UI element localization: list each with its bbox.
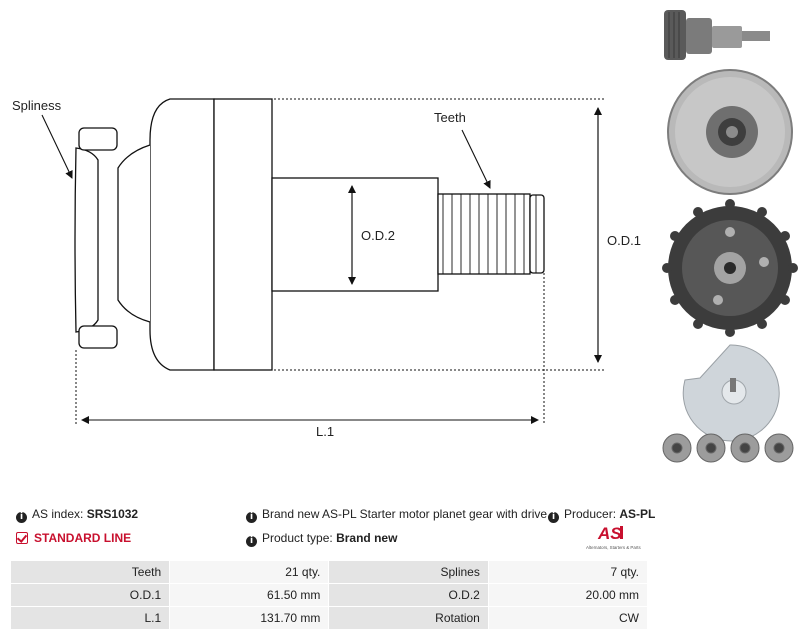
photo-shaft-drive: [664, 10, 770, 60]
label-spliness: Spliness: [12, 98, 62, 113]
as-pl-logo: AS Alternators, Starters & Parts: [586, 524, 641, 550]
info-icon: i: [16, 512, 27, 523]
photo-small-gears: [662, 433, 794, 463]
label-l1: L.1: [316, 424, 334, 439]
product-type-label: Product type:: [262, 531, 333, 545]
spec-value: 7 qty.: [487, 560, 649, 584]
product-photos: [662, 10, 798, 463]
flange: [74, 147, 99, 333]
housing-outline: [149, 98, 215, 371]
spec-value: 21 qty.: [169, 560, 330, 584]
info-icon: i: [548, 512, 559, 523]
spec-value: 20.00 mm: [487, 583, 649, 607]
producer-value: AS-PL: [619, 507, 656, 521]
technical-drawing: Spliness Teeth O.D.2 O.D.1 L.1: [12, 98, 641, 439]
photo-housing: [667, 69, 793, 195]
table-row: Teeth 21 qty. Splines 7 qty.: [9, 560, 649, 584]
product-description: i Brand new AS-PL Starter motor planet ge…: [246, 507, 547, 523]
spec-value: CW: [487, 606, 649, 630]
spec-label: Teeth: [9, 560, 171, 584]
housing-body: [213, 98, 273, 371]
shaft: [271, 177, 439, 292]
product-type: i Product type: Brand new: [246, 531, 397, 547]
flange-lug-top: [78, 127, 118, 151]
spec-label: L.1: [9, 606, 171, 630]
producer-label: Producer:: [564, 507, 617, 521]
description-text: Brand new AS-PL Starter motor planet gea…: [262, 507, 548, 521]
standard-line-text: STANDARD LINE: [34, 531, 132, 545]
spec-value: 61.50 mm: [169, 583, 330, 607]
producer: i Producer: AS-PL: [548, 507, 655, 523]
checkbox-check-icon: [16, 532, 28, 544]
table-row: L.1 131.70 mm Rotation CW: [9, 606, 649, 630]
as-index: i AS index: SRS1032: [16, 507, 138, 523]
label-od1: O.D.1: [607, 233, 641, 248]
label-od2: O.D.2: [361, 228, 395, 243]
photo-planet-gear: [662, 199, 798, 337]
spec-label: Rotation: [328, 606, 489, 630]
photo-plate: [682, 344, 780, 442]
logo-mark: AS: [597, 524, 622, 543]
spec-label: O.D.2: [328, 583, 489, 607]
spec-label: O.D.1: [9, 583, 171, 607]
spec-label: Splines: [328, 560, 489, 584]
standard-line-badge: STANDARD LINE: [16, 531, 131, 545]
label-teeth: Teeth: [434, 110, 466, 125]
flange-neck: [117, 144, 151, 323]
info-icon: i: [246, 512, 257, 523]
flange-lug-bottom: [78, 325, 118, 349]
as-index-label: AS index:: [32, 507, 84, 521]
pinion-tip: [529, 194, 545, 274]
as-index-value: SRS1032: [86, 507, 139, 521]
spec-value: 131.70 mm: [169, 606, 330, 630]
product-type-value: Brand new: [336, 531, 398, 545]
table-row: O.D.1 61.50 mm O.D.2 20.00 mm: [9, 583, 649, 607]
logo-tagline: Alternators, Starters & Parts: [586, 545, 641, 550]
specifications-table: Teeth 21 qty. Splines 7 qty. O.D.1 61.50…: [9, 560, 649, 630]
info-icon: i: [246, 536, 257, 547]
